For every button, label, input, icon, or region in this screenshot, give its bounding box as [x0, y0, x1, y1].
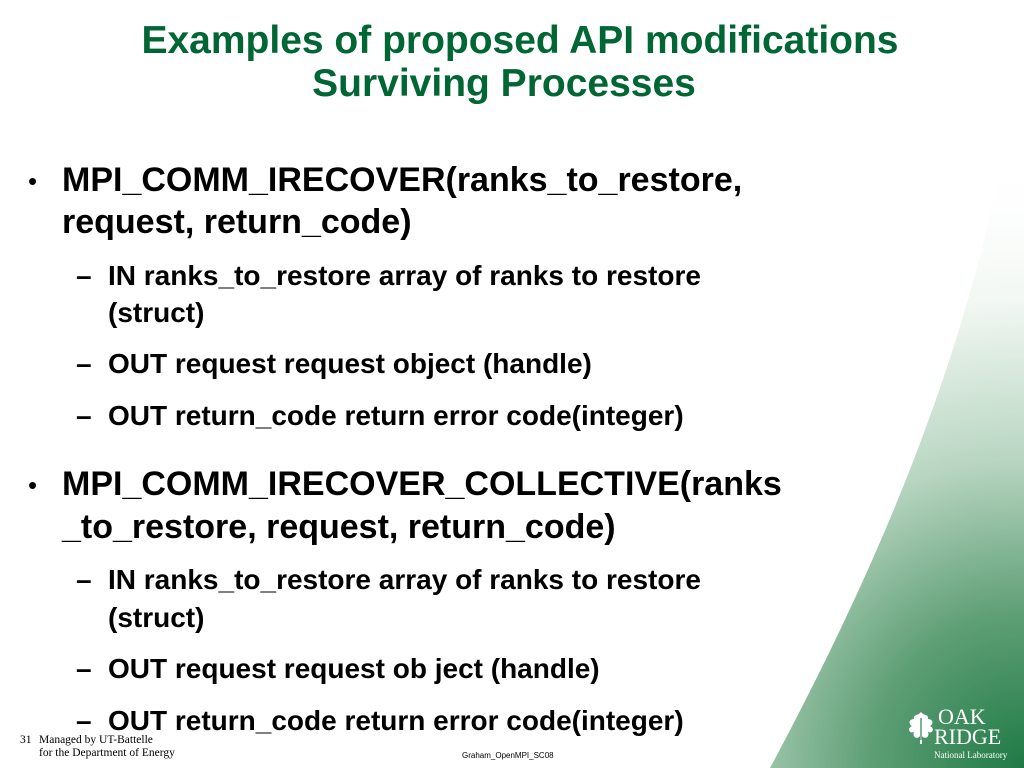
- dash-icon: –: [76, 653, 92, 684]
- ornl-logo: OAK RIDGE National Laboratory: [904, 704, 1016, 764]
- bullet-dot-icon: •: [28, 166, 38, 196]
- slide-title-line1: Examples of proposed API modifications: [141, 19, 899, 62]
- bullet-1-sub-1-line-2: (struct): [108, 297, 205, 328]
- bullet-2-sub-3: OUT return_code return error code(intege…: [108, 705, 684, 736]
- logo-text-ridge: RIDGE: [934, 724, 1002, 749]
- bullet-1-sub-3: OUT return_code return error code(intege…: [108, 400, 684, 431]
- slide-number: 31: [20, 734, 32, 746]
- logo-text-oak: OAK: [938, 704, 986, 729]
- slide-title-line2: Surviving Processes: [312, 62, 696, 105]
- dash-icon: –: [76, 348, 92, 379]
- footer-managed-by: Managed by UT-Battelle: [39, 734, 153, 746]
- footer-file-name: Graham_OpenMPI_SC08: [462, 751, 554, 760]
- dash-icon: –: [76, 260, 92, 291]
- footer-department: for the Department of Energy: [39, 747, 175, 759]
- bullet-2-sub-2: OUT request request ob ject (handle): [108, 653, 600, 684]
- bullet-2-sub-1-line-2: (struct): [108, 602, 205, 633]
- bullet-2-line-1: MPI_COMM_IRECOVER_COLLECTIVE(ranks: [62, 465, 782, 503]
- dash-icon: –: [76, 564, 92, 595]
- oak-leaf-icon: [909, 712, 933, 744]
- bullet-1-sub-2: OUT request request object (handle): [108, 348, 592, 379]
- dash-icon: –: [76, 705, 92, 736]
- bullet-1-line-2: request, return_code): [62, 203, 412, 241]
- bullet-1-line-1: MPI_COMM_IRECOVER(ranks_to_restore,: [62, 161, 743, 199]
- bullet-2-sub-1-line-1: IN ranks_to_restore array of ranks to re…: [108, 564, 701, 595]
- dash-icon: –: [76, 400, 92, 431]
- logo-text-national-laboratory: National Laboratory: [934, 750, 1008, 760]
- bullet-2-line-2: _to_restore, request, return_code): [62, 508, 616, 546]
- bullet-dot-icon: •: [28, 470, 38, 500]
- bullet-1-sub-1-line-1: IN ranks_to_restore array of ranks to re…: [108, 260, 701, 291]
